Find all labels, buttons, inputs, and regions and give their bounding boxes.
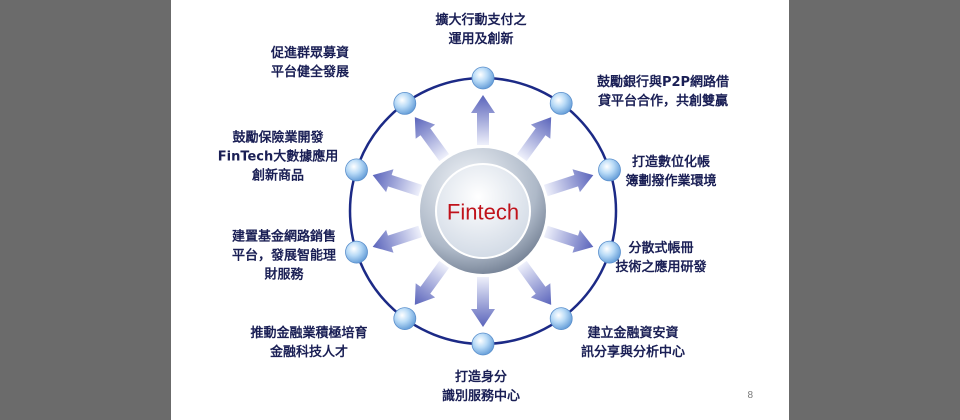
node-label-line: 訊分享與分析中心 [580, 345, 686, 360]
node-label-7: 推動金融業積極培育金融科技人才 [250, 324, 367, 362]
node-label-line: 建立金融資安資 [587, 326, 679, 341]
node-label-line: 運用及創新 [448, 32, 514, 47]
node-label-line: 平台健全發展 [270, 65, 350, 80]
node-9 [345, 158, 368, 182]
node-label-5: 建立金融資安資訊分享與分析中心 [581, 324, 685, 362]
node-label-line: 識別服務中心 [441, 389, 521, 404]
node-label-line: 打造身分 [454, 370, 508, 385]
node-label-line: 貸平台合作，共創雙贏 [597, 94, 729, 109]
node-label-line: 建置基金網路銷售 [231, 229, 337, 245]
arrows-group [372, 95, 594, 327]
node-4 [598, 240, 621, 264]
node-label-2: 鼓勵銀行與P2P網路借貸平台合作，共創雙贏 [597, 73, 729, 111]
node-label-line: 鼓勵保險業開發 [232, 130, 324, 146]
node-label-9: 鼓勵保險業開發 FinTech大數據應用創新商品 [218, 129, 339, 186]
node-label-8: 建置基金網路銷售平台，發展智能理財服務 [232, 228, 336, 285]
node-label-line: 平台，發展智能理 [231, 248, 337, 264]
node-label-line: 創新商品 [251, 168, 305, 184]
arrow-2 [516, 117, 552, 162]
arrow-5 [516, 260, 552, 305]
node-label-6: 打造身分識別服務中心 [442, 368, 520, 406]
node-label-line: 打造數位化帳 [631, 155, 711, 170]
node-label-4: 分散式帳冊技術之應用研發 [615, 239, 706, 277]
arrow-1 [471, 95, 495, 145]
center-hub-inner [435, 163, 531, 259]
node-label-line: 財服務 [264, 267, 304, 283]
node-label-line: 分散式帳冊 [628, 241, 694, 256]
node-label-10: 促進群眾募資平台健全發展 [271, 44, 349, 82]
node-10 [393, 92, 417, 115]
nodes-group [345, 66, 621, 356]
node-7 [393, 307, 417, 331]
node-label-line: 鼓勵銀行與P2P網路借 [596, 75, 730, 90]
arrow-4 [543, 225, 594, 253]
node-label-line: 擴大行動支付之 [435, 13, 527, 28]
fintech-diagram: Fintech [345, 66, 621, 356]
center-hub-label: Fintech [447, 200, 519, 225]
node-6 [471, 332, 495, 356]
page-number: 8 [747, 390, 753, 401]
node-2 [549, 92, 573, 115]
node-3 [598, 158, 621, 182]
node-label-line: 推動金融業積極培育 [250, 326, 368, 341]
node-label-line: 簿劃撥作業環境 [625, 174, 717, 189]
node-1 [471, 66, 495, 90]
center-hub: Fintech [420, 148, 546, 274]
node-label-line: FinTech大數據應用 [217, 149, 339, 165]
node-label-line: 技術之應用研發 [615, 260, 707, 275]
node-8 [345, 240, 368, 264]
node-label-line: 促進群眾募資 [270, 46, 350, 61]
node-label-line: 金融科技人才 [269, 345, 349, 360]
arrow-7 [414, 260, 450, 305]
node-label-3: 打造數位化帳簿劃撥作業環境 [625, 153, 716, 191]
arrow-6 [471, 277, 495, 327]
arrow-10 [414, 117, 450, 162]
arrow-3 [543, 169, 594, 197]
slide: Fintech 擴大行動支付之運用及創新鼓勵銀行與P2P網路借貸平台合作，共創雙… [171, 0, 789, 420]
arrow-9 [372, 169, 423, 197]
node-label-1: 擴大行動支付之運用及創新 [435, 11, 526, 49]
arrow-8 [372, 225, 423, 253]
node-5 [549, 307, 573, 331]
